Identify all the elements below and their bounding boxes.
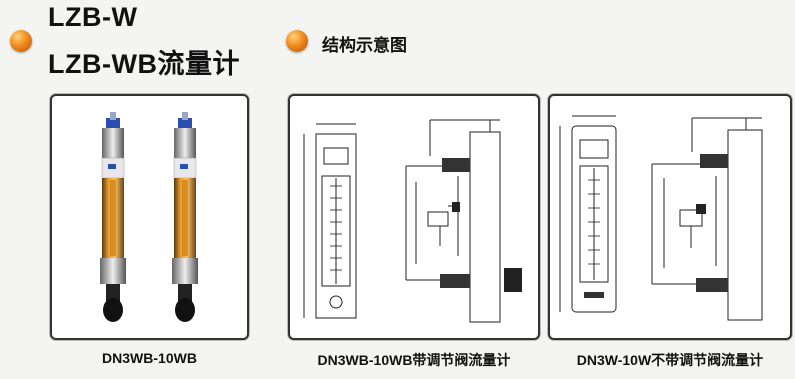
flowmeter-right — [172, 112, 198, 322]
structure-diagram-without-valve — [559, 115, 763, 321]
orange-bullet-icon — [286, 30, 308, 52]
diagram-without-valve-panel — [548, 94, 792, 340]
diagram1-caption: DN3WB-10WB带调节阀流量计 — [317, 352, 511, 368]
flowmeter-left — [100, 112, 126, 322]
model-title-line1: LZB-W — [48, 2, 138, 32]
diagram-with-valve-panel — [288, 94, 540, 340]
section-title: 结构示意图 — [322, 36, 407, 55]
orange-bullet-icon — [10, 30, 32, 52]
photo-caption: DN3WB-10WB — [102, 350, 197, 366]
diagram2-caption: DN3W-10W不带调节阀流量计 — [576, 352, 764, 368]
structure-diagram-with-valve — [303, 119, 522, 323]
flowmeter-photo — [100, 112, 198, 322]
product-photo-panel — [50, 94, 249, 340]
model-title-line2: LZB-WB流量计 — [48, 49, 240, 79]
